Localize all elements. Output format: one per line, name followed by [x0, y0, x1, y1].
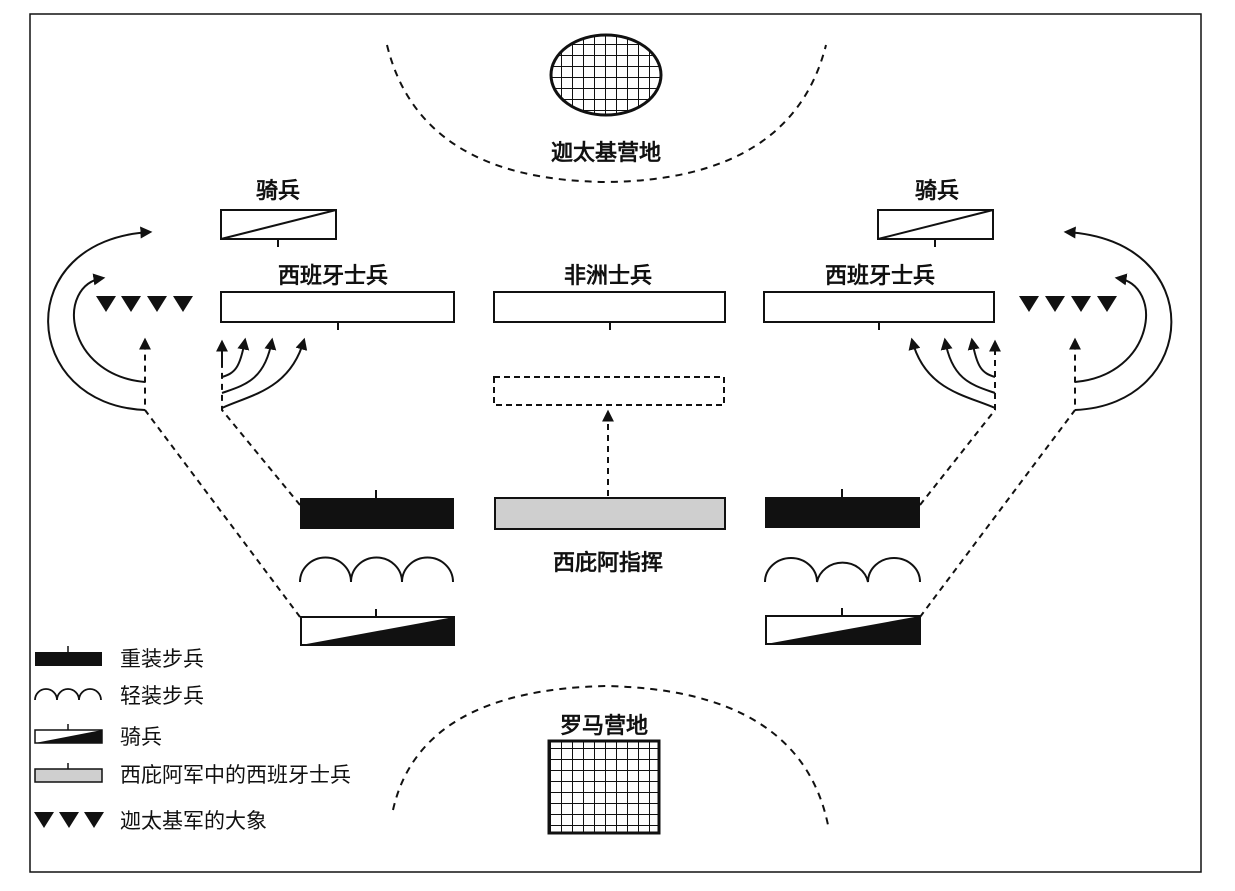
- scipio-label: 西庇阿指挥: [553, 550, 663, 576]
- advance-target-box: [493, 376, 725, 406]
- legend-elephants-swatch: [34, 812, 104, 828]
- spanish-troops-left: [220, 291, 455, 330]
- legend-light-infantry-swatch: [34, 688, 102, 701]
- elephants-right: [1019, 296, 1117, 312]
- legend-cavalry-swatch: [34, 724, 103, 744]
- legend-scipio-spanish-label: 西庇阿军中的西班牙士兵: [120, 763, 351, 787]
- spanish-troops-right: [763, 291, 995, 330]
- elephants-left: [96, 296, 193, 312]
- legend-heavy-infantry-swatch: [35, 646, 102, 666]
- roman-light-infantry-right: [764, 557, 921, 583]
- carthage-camp-label: 迦太基营地: [551, 141, 661, 166]
- african-troops: [493, 291, 726, 330]
- legend-scipio-spanish-swatch: [34, 763, 103, 783]
- spanish-left-label: 西班牙士兵: [278, 264, 388, 289]
- roman-camp-label: 罗马营地: [560, 714, 648, 739]
- spanish-right-label: 西班牙士兵: [825, 264, 935, 289]
- scipio-spanish-troops: [494, 497, 726, 530]
- carthage-camp-grid-icon: [549, 33, 663, 117]
- carthage-cavalry-left: [220, 209, 337, 247]
- right-movement-paths: [908, 226, 1173, 618]
- african-label: 非洲士兵: [564, 264, 652, 289]
- left-movement-paths: [47, 226, 308, 618]
- roman-cavalry-right: [765, 608, 921, 645]
- legend-cavalry-label: 骑兵: [120, 725, 162, 749]
- cavalry-left-label: 骑兵: [256, 179, 300, 204]
- legend-light-infantry-label: 轻装步兵: [120, 684, 204, 708]
- legend-elephants-label: 迦太基军的大象: [120, 809, 267, 833]
- roman-cavalry-left: [300, 609, 455, 646]
- legend: 重装步兵 轻装步兵 骑兵 西庇阿军中的西班牙士兵 迦太基军的大象: [34, 646, 351, 833]
- diagram-frame: [29, 13, 1202, 873]
- roman-heavy-infantry-left: [300, 490, 454, 529]
- roman-camp-grid-icon: [547, 739, 661, 835]
- cavalry-right-label: 骑兵: [915, 179, 959, 204]
- carthage-camp-boundary: [386, 44, 827, 184]
- roman-heavy-infantry-right: [765, 489, 920, 528]
- roman-light-infantry-left: [299, 556, 454, 583]
- legend-heavy-infantry-label: 重装步兵: [120, 647, 204, 671]
- carthage-cavalry-right: [877, 209, 994, 247]
